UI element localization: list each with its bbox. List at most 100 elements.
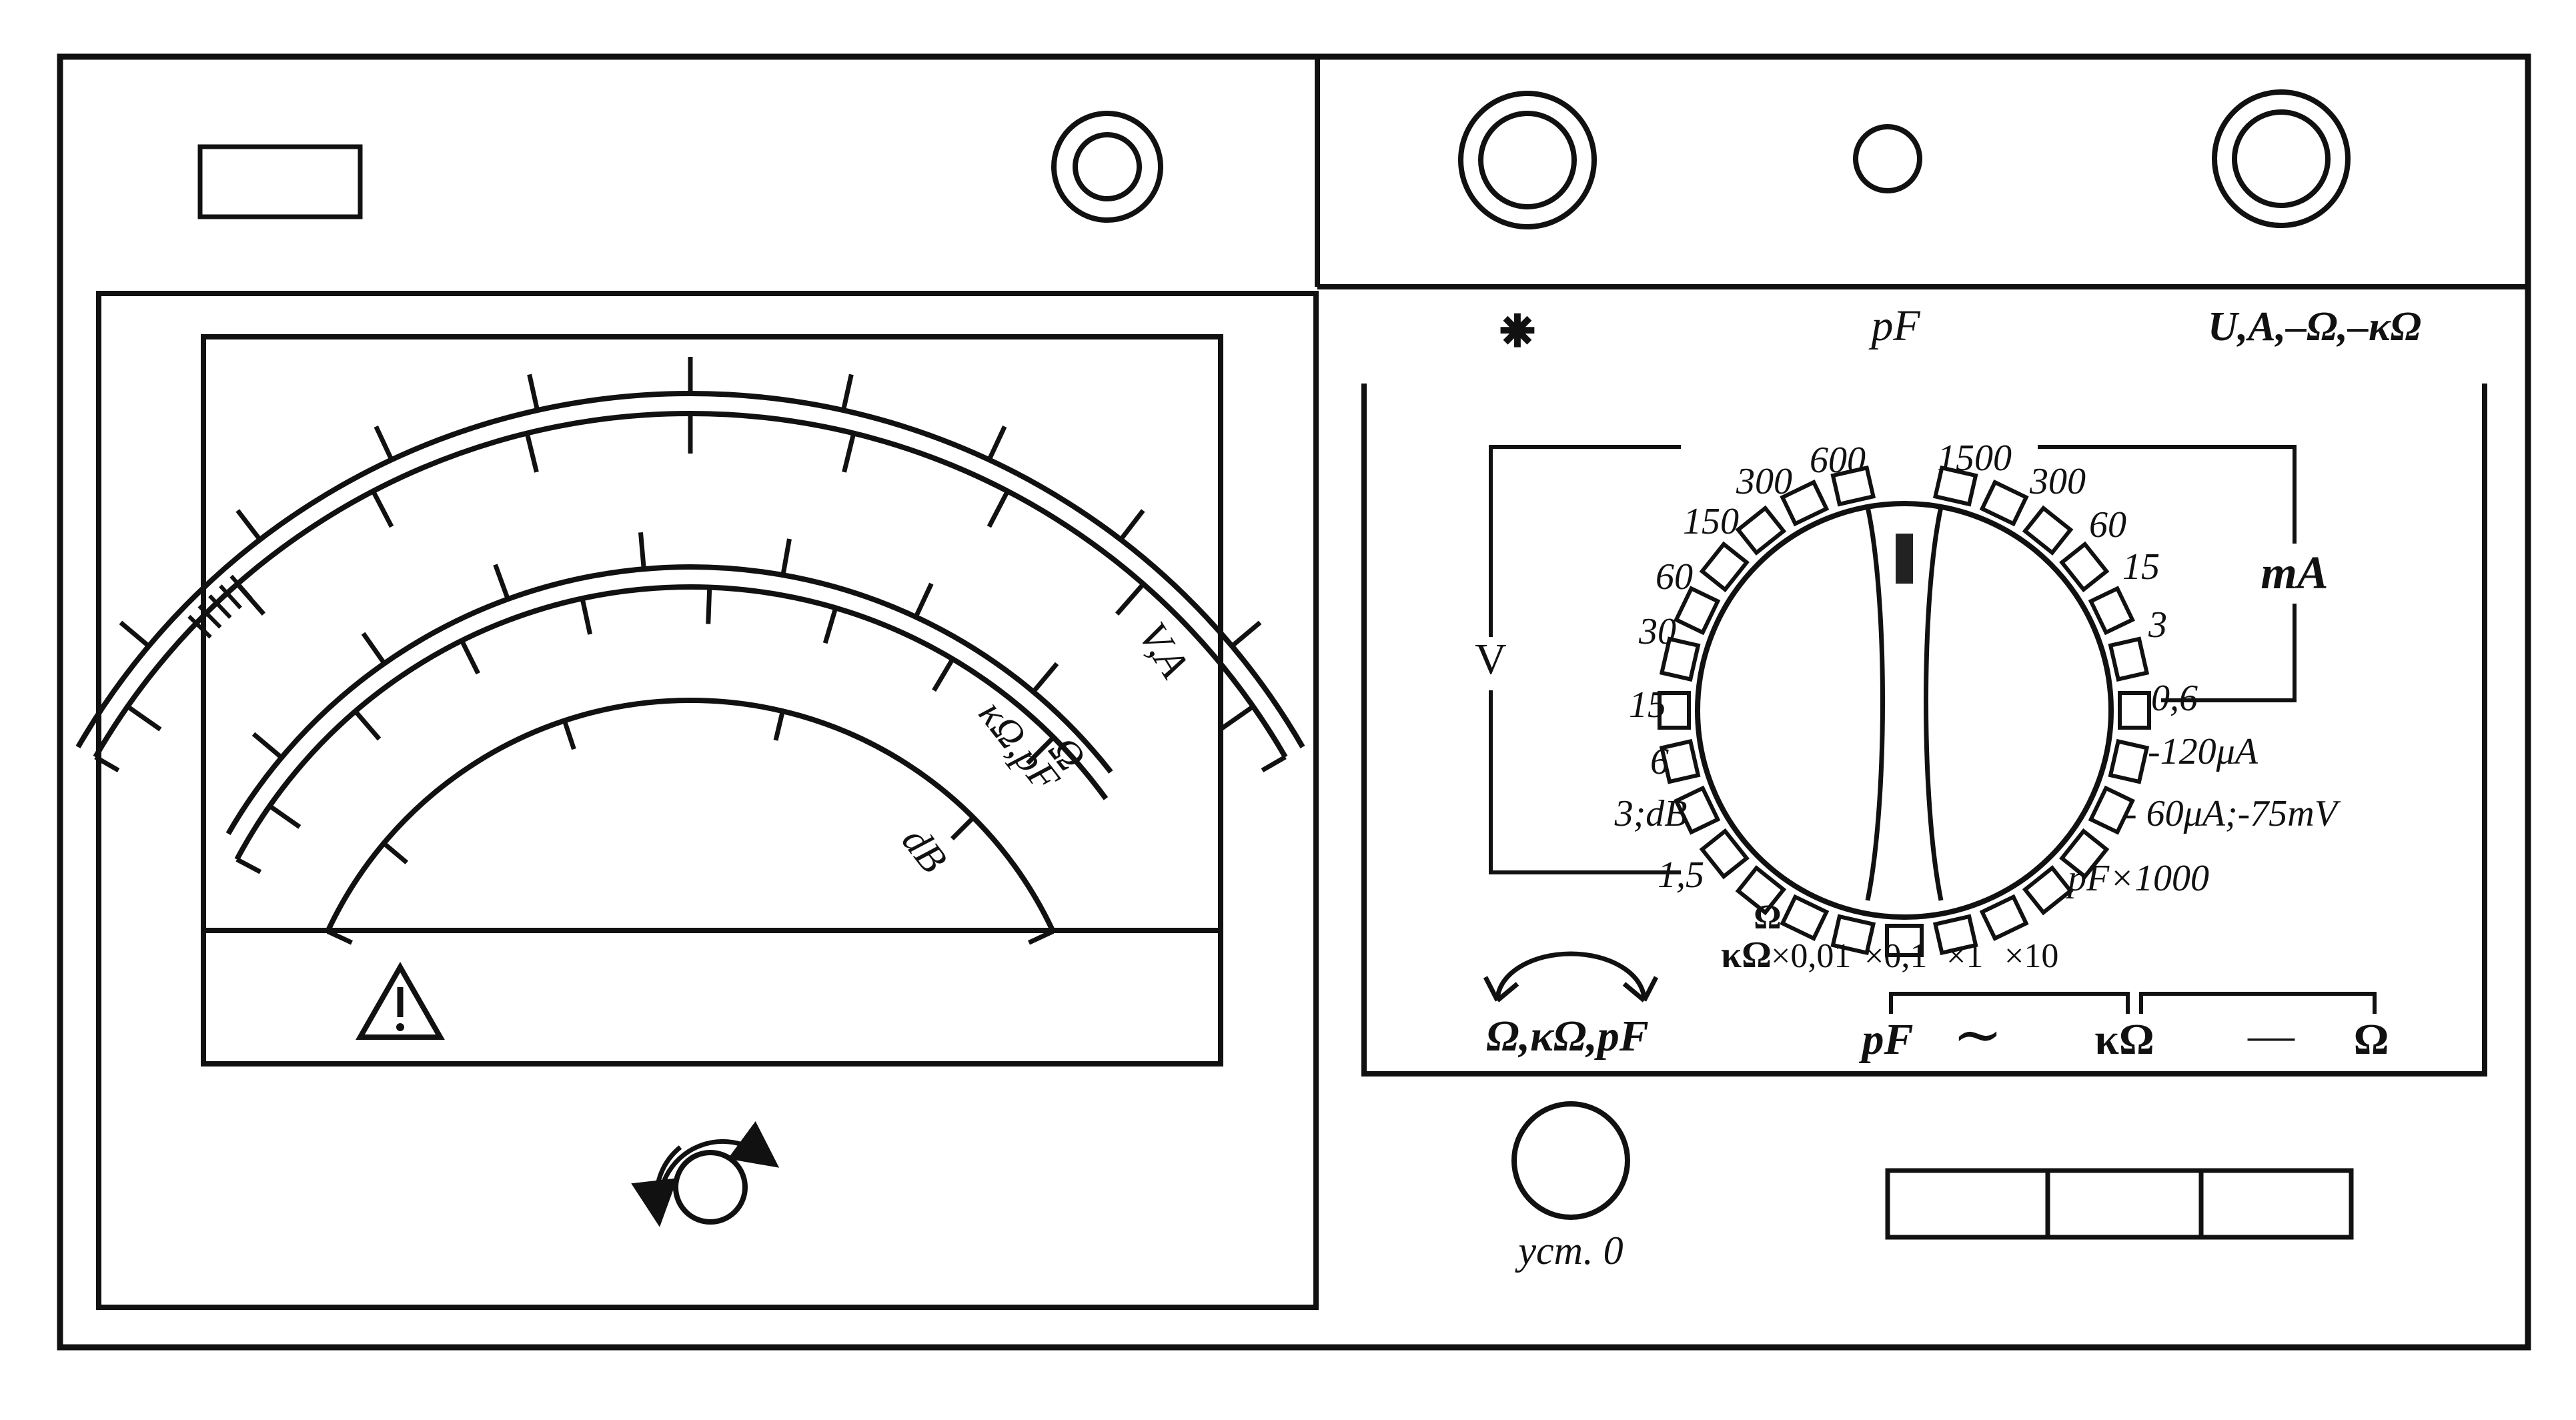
bracket-kohm-label: κΩ bbox=[2094, 1015, 2154, 1064]
ohm-scale-arc-outer bbox=[225, 564, 1113, 836]
button-3[interactable] bbox=[2198, 1168, 2354, 1240]
switch-slot bbox=[2088, 586, 2135, 636]
va-scale-tick bbox=[235, 509, 262, 542]
button-1[interactable] bbox=[1885, 1168, 2050, 1240]
pos-label: -120μA bbox=[2148, 731, 2259, 772]
db-scale-end bbox=[326, 929, 353, 945]
warning-triangle-icon bbox=[356, 961, 445, 1040]
bracket-ohm-label: Ω bbox=[2354, 1015, 2389, 1064]
db-scale-arc bbox=[325, 698, 1056, 933]
va-scale-tick bbox=[119, 620, 151, 648]
va-scale-tick bbox=[126, 704, 162, 732]
switch-slot bbox=[1830, 465, 1876, 507]
bracket-tilde: ∼ bbox=[1952, 1002, 2002, 1069]
switch-slot bbox=[1699, 541, 1750, 593]
pos-label: 0,6 bbox=[2151, 678, 2198, 719]
va-scale-tick bbox=[841, 374, 854, 411]
switch-slot bbox=[1674, 785, 1721, 835]
va-scale-tick bbox=[987, 490, 1010, 528]
scale-hatch bbox=[229, 574, 253, 600]
ohm-scale-tick bbox=[361, 632, 387, 665]
pos-label: 300 bbox=[2029, 461, 2086, 502]
switch-slot bbox=[1659, 636, 1701, 682]
pos-label: 60 bbox=[1656, 556, 1693, 598]
va-scale-tick bbox=[1219, 704, 1255, 732]
pos-label: 1,5 bbox=[1658, 854, 1704, 896]
ohm-scale-tick bbox=[638, 532, 646, 570]
va-scale-tick bbox=[374, 425, 394, 461]
ohm-scale-tick bbox=[268, 804, 301, 829]
zero-adjust-knob[interactable] bbox=[1511, 1101, 1630, 1220]
meter-scales bbox=[75, 357, 1305, 945]
scale-label-db: dB bbox=[894, 818, 956, 880]
switch-slot bbox=[2108, 738, 2150, 784]
input-jack-right[interactable] bbox=[2212, 89, 2351, 228]
switch-slot bbox=[1979, 894, 2029, 941]
va-scale-tick bbox=[1119, 509, 1145, 542]
switch-slot bbox=[1674, 586, 1721, 636]
va-scale-tick bbox=[527, 374, 540, 411]
switch-slot bbox=[2118, 691, 2151, 730]
switch-slot bbox=[1735, 505, 1787, 556]
switch-slot bbox=[2022, 865, 2074, 916]
scale-hatch bbox=[197, 604, 222, 629]
multiplier-label: ×0,01 bbox=[1771, 937, 1851, 975]
ohm-scale-tick bbox=[1026, 736, 1055, 765]
pos-label: 600 bbox=[1810, 440, 1866, 481]
pos-label: 15 bbox=[2122, 546, 2160, 588]
switch-slot bbox=[2059, 541, 2110, 593]
switch-slot bbox=[2059, 828, 2110, 880]
small-terminal[interactable] bbox=[1853, 124, 1922, 193]
switch-slot bbox=[2108, 636, 2150, 682]
multiplier-label: ×1 bbox=[1946, 937, 1983, 975]
ohm-scale-tick bbox=[932, 658, 955, 692]
switch-slot bbox=[1735, 865, 1787, 916]
asterisk-symbol: ⁕ bbox=[1492, 299, 1542, 366]
ohm-scale-tick bbox=[251, 732, 283, 760]
input-jack-common[interactable] bbox=[1458, 91, 1597, 229]
scale-hatch bbox=[187, 614, 212, 639]
pos-label: 1500 bbox=[1937, 438, 2012, 479]
switch-slot bbox=[2022, 505, 2074, 556]
pos-label: 300 bbox=[1736, 461, 1792, 502]
top-label-pf: pF bbox=[1868, 301, 1920, 350]
range-switch-knob[interactable] bbox=[1695, 501, 2114, 920]
switch-slot bbox=[1658, 691, 1691, 730]
ohm-scale-tick bbox=[460, 639, 480, 675]
pos-label: 3;dB bbox=[1614, 793, 1688, 834]
bracket-dash: — bbox=[2247, 1010, 2295, 1061]
switch-slot bbox=[1932, 914, 1978, 956]
pos-label: 3 bbox=[2148, 604, 2167, 646]
switch-frame bbox=[1361, 384, 2487, 1077]
meter-window bbox=[201, 334, 1223, 1067]
pos-label: 150 bbox=[1683, 501, 1739, 542]
db-scale-tick bbox=[382, 841, 409, 864]
ohm-small-label: Ω bbox=[1754, 898, 1782, 936]
input-jack-left[interactable] bbox=[1051, 111, 1163, 223]
pos-label: 6 bbox=[1650, 741, 1669, 782]
switch-slot bbox=[1885, 924, 1924, 957]
pos-label: 15 bbox=[1629, 684, 1666, 726]
button-2[interactable] bbox=[2045, 1168, 2204, 1240]
pos-label: 30 bbox=[1638, 611, 1676, 652]
switch-slot bbox=[1932, 465, 1978, 507]
switch-position-slots bbox=[1658, 465, 2151, 957]
switch-slot bbox=[1979, 480, 2029, 527]
ac-bracket bbox=[1889, 992, 2130, 1014]
scale-hatch bbox=[219, 584, 242, 610]
va-scale-tick bbox=[1115, 582, 1145, 616]
db-scale-tick bbox=[773, 710, 785, 741]
ohm-scale-tick bbox=[706, 587, 712, 624]
ohm-scale-tick bbox=[354, 710, 382, 741]
ohm-scale-tick bbox=[1031, 662, 1059, 694]
ohm-scale-end bbox=[235, 857, 262, 874]
pos-label: 60 bbox=[2089, 504, 2126, 546]
db-scale-tick bbox=[950, 816, 975, 841]
top-label-mode: U,A,–Ω,–κΩ bbox=[2208, 304, 2421, 349]
db-scale-tick bbox=[562, 720, 576, 750]
mechanical-zero-knob[interactable] bbox=[673, 1150, 748, 1225]
db-scale-end bbox=[1028, 929, 1055, 945]
va-scale-tick bbox=[842, 432, 856, 473]
